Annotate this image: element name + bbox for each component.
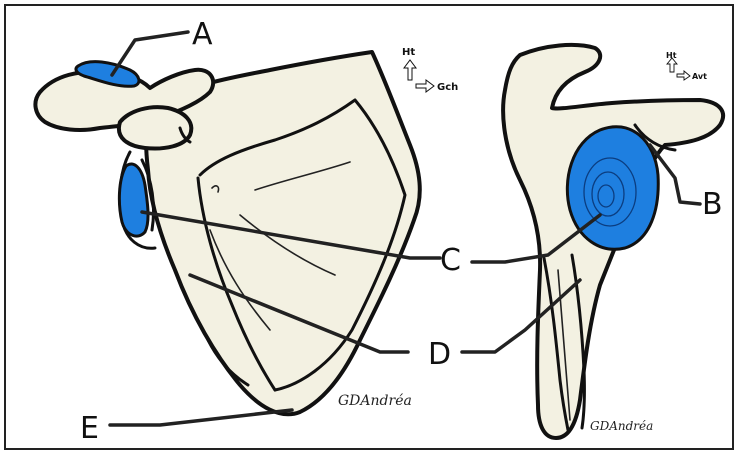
arrow-up-icon xyxy=(404,60,416,80)
left-glenoid-cavity-C xyxy=(119,164,148,236)
label-e: E xyxy=(80,411,99,446)
orientation-right: Ht Avt xyxy=(666,51,707,81)
orientation-left: Ht Gch xyxy=(402,47,458,93)
label-b: B xyxy=(702,187,723,222)
signature-left: GDAndréa xyxy=(338,393,412,409)
orientation-right-right: Avt xyxy=(692,72,707,81)
arrow-right-small-icon xyxy=(677,71,690,80)
left-scapula-view xyxy=(35,52,419,414)
label-a: A xyxy=(192,17,213,52)
orientation-left-right: Gch xyxy=(437,82,458,93)
signature-right: GDAndréa xyxy=(590,419,653,433)
label-d: D xyxy=(428,337,451,372)
arrow-right-icon xyxy=(416,80,434,92)
right-scapula-view xyxy=(503,45,723,438)
leader-E xyxy=(110,410,292,425)
label-c: C xyxy=(440,243,461,278)
arrow-up-small-icon xyxy=(667,58,677,72)
orientation-left-up: Ht xyxy=(402,47,415,58)
